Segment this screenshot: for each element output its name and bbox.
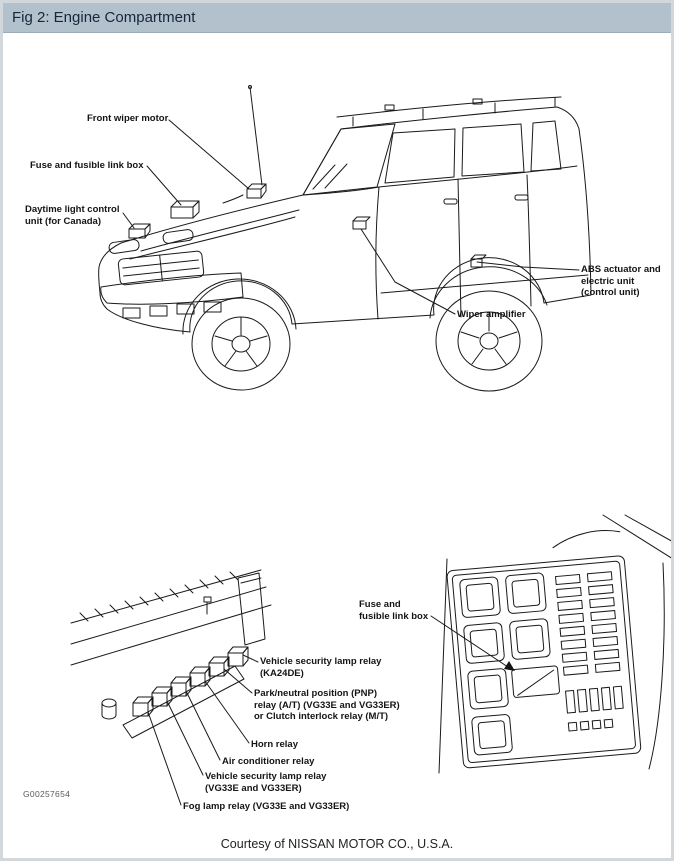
label-wiper-amplifier: Wiper amplifier [457, 309, 526, 320]
label-security-lamp-relay-ka24de: Vehicle security lamp relay (KA24DE) [260, 656, 382, 679]
label-fuse-and-fusible-link-box: Fuse and fusible link box [359, 599, 429, 622]
label-air-conditioner-relay: Air conditioner relay [222, 756, 315, 767]
label-pnp-relay: Park/neutral position (PNP) relay (A/T) … [254, 688, 400, 723]
figure-code: G00257654 [23, 789, 71, 799]
label-security-lamp-relay-vg33: Vehicle security lamp relay (VG33E and V… [205, 771, 327, 794]
figure-title: Fig 2: Engine Compartment [12, 9, 196, 26]
engine-compartment-line-art [70, 85, 671, 806]
label-fog-lamp-relay: Fog lamp relay (VG33E and VG33ER) [183, 801, 350, 812]
courtesy-note: Courtesy of NISSAN MOTOR CO., U.S.A. [220, 837, 454, 851]
label-front-wiper-motor: Front wiper motor [87, 113, 169, 124]
label-fuse-link-box: Fuse and fusible link box [30, 160, 144, 171]
figure-title-bar: Fig 2: Engine Compartment [3, 3, 671, 33]
label-horn-relay: Horn relay [251, 739, 298, 750]
label-abs-actuator: ABS actuator and electric unit (control … [581, 264, 661, 299]
label-daytime-light-control: Daytime light control unit (for Canada) [25, 204, 120, 227]
